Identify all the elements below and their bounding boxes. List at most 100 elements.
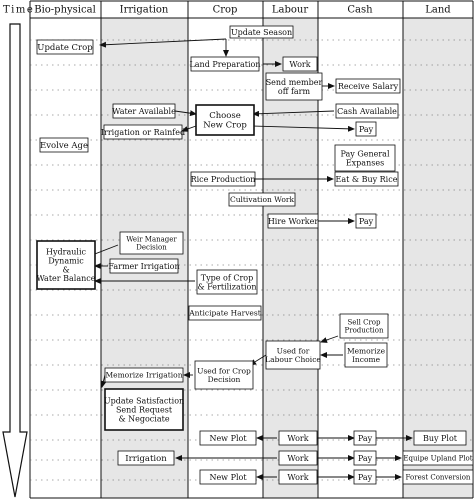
box-frame <box>335 103 399 119</box>
box-frame <box>103 124 183 140</box>
box-label: off farm <box>278 87 311 96</box>
box-frame <box>355 213 377 229</box>
box-frame <box>117 450 175 466</box>
box-label: Equipe Upland Plot <box>403 454 472 462</box>
box-label: & Negociate <box>118 414 169 423</box>
box-frame <box>229 25 294 39</box>
box-frame <box>195 104 255 136</box>
box-pay-4: Pay <box>353 450 377 466</box>
box-label: Water Available <box>112 107 176 116</box>
box-label: Decision <box>136 243 167 251</box>
box-frame <box>278 469 318 485</box>
box-label: Production <box>345 326 384 334</box>
box-label: Irrigation <box>125 454 167 464</box>
box-label: Send Request <box>116 405 173 414</box>
box-frame <box>188 305 262 321</box>
box-land-preparation: Land Preparation <box>189 56 261 72</box>
box-label: Eat & Buy Rice <box>336 175 398 184</box>
box-label: & <box>62 265 69 274</box>
box-label: Dynamic <box>48 256 84 265</box>
box-frame <box>353 469 377 485</box>
box-memorize-irrigation: Memorize Irrigation <box>104 367 184 383</box>
box-frame <box>36 240 96 290</box>
box-farmer-irrigation: Farmer Irrigation <box>108 258 180 274</box>
box-label: & Fertilization <box>198 282 257 291</box>
box-frame <box>109 258 179 274</box>
box-label: Pay General <box>340 149 389 158</box>
time-arrow <box>2 23 28 498</box>
box-frame <box>39 137 89 153</box>
box-irrigation-2: Irrigation <box>117 450 175 466</box>
box-label: Expanses <box>346 158 384 167</box>
box-pay-5: Pay <box>353 469 377 485</box>
box-label: Work <box>287 434 308 443</box>
box-label: Pay <box>359 125 374 134</box>
box-label: Water Balance <box>37 274 96 283</box>
box-frame <box>339 313 389 339</box>
box-forest-conversion: Forest Conversion <box>402 469 474 485</box>
box-hire-worker: Hire Worker <box>267 213 319 229</box>
box-label: Anticipate Harvest <box>188 309 261 318</box>
box-label: Pay <box>358 473 373 482</box>
box-label: Type of Crop <box>201 273 253 282</box>
box-label: Weir Manager <box>126 236 177 244</box>
box-frame <box>335 78 401 94</box>
header-row: Time Bio-physical Irrigation Crop Labour… <box>3 0 473 19</box>
box-water-available: Water Available <box>112 103 176 119</box>
box-eat-buy-rice: Eat & Buy Rice <box>334 171 399 187</box>
box-frame <box>36 39 94 55</box>
column-header-cash: Cash <box>347 5 373 16</box>
box-label: Used for <box>277 346 310 355</box>
box-frame <box>344 342 388 368</box>
box-label: Pay <box>358 454 373 463</box>
box-label: Choose <box>209 111 241 121</box>
box-label: Work <box>289 60 310 69</box>
column-header-irrigation: Irrigation <box>120 5 169 16</box>
box-cash-available: Cash Available <box>335 103 399 119</box>
box-label: Receive Salary <box>338 82 399 91</box>
box-label: Work <box>287 454 308 463</box>
box-work-3: Work <box>278 450 318 466</box>
box-work-1: Work <box>282 56 318 72</box>
box-label: Farmer Irrigation <box>108 262 179 271</box>
box-frame <box>413 430 467 446</box>
box-frame <box>194 360 254 390</box>
box-frame <box>278 430 318 446</box>
box-frame <box>119 231 184 255</box>
box-frame <box>199 469 257 485</box>
box-label: Irrigation or Rainfed <box>101 128 185 137</box>
box-label: Land Preparation <box>189 60 260 69</box>
box-frame <box>402 450 474 466</box>
box-label: Hire Worker <box>268 217 319 226</box>
box-rice-production: Rice Production <box>191 171 255 187</box>
box-label: Update Season <box>231 28 292 37</box>
box-frame <box>334 144 396 172</box>
box-frame <box>282 56 318 72</box>
box-label: Evolve Age <box>40 141 88 151</box>
box-work-4: Work <box>278 469 318 485</box>
box-frame <box>402 469 474 485</box>
box-label: Cultivation Work <box>230 195 295 204</box>
box-frame <box>228 192 296 207</box>
box-pay-2: Pay <box>355 213 377 229</box>
box-frame <box>267 213 319 229</box>
column-header-biophysical: Bio-physical <box>34 5 96 16</box>
box-evolve-age: Evolve Age <box>39 137 89 153</box>
box-label: Pay <box>359 217 374 226</box>
box-buy-plot: Buy Plot <box>413 430 467 446</box>
box-label: Update Crop <box>37 43 93 53</box>
box-frame <box>353 430 377 446</box>
box-new-plot-1: New Plot <box>199 430 257 446</box>
box-label: Hydraulic <box>46 247 86 256</box>
box-cultivation-work: Cultivation Work <box>228 192 296 207</box>
box-label: Update Satisfaction <box>104 396 184 405</box>
box-frame <box>199 430 257 446</box>
box-pay-3: Pay <box>353 430 377 446</box>
box-equipe-upland: Equipe Upland Plot <box>402 450 474 466</box>
